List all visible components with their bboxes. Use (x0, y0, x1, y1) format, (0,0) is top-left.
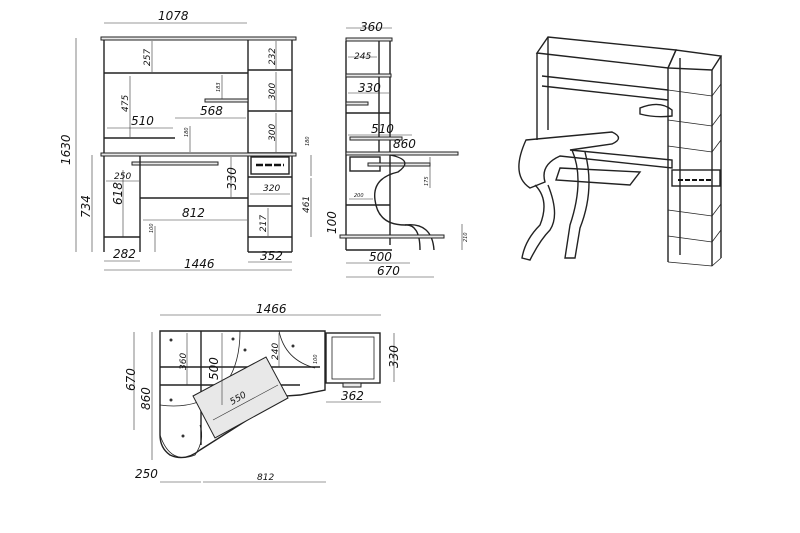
dim-282: 282 (113, 247, 136, 261)
dim-461: 461 (302, 196, 312, 213)
dim-plan-500: 500 (207, 357, 221, 380)
plan-view: 1466 360 500 240 100 330 362 670 860 550… (124, 302, 401, 483)
dim-510: 510 (131, 114, 154, 128)
dim-side-210: 210 (463, 232, 469, 242)
dim-plan-362: 362 (341, 389, 364, 403)
small-shelf (204, 98, 249, 103)
plan-drawer-handle (342, 382, 362, 388)
dim-232: 232 (268, 48, 278, 65)
drawer (250, 156, 290, 175)
dim-568: 568 (200, 104, 223, 118)
iso-tower-shelves (667, 83, 722, 267)
dim-side-860: 860 (393, 137, 416, 151)
dim-257: 257 (143, 49, 153, 66)
iso-hutch-shelf (541, 75, 669, 101)
dim-183: 183 (216, 82, 222, 92)
dim-100: 100 (325, 211, 339, 234)
dim-734: 734 (79, 195, 93, 218)
dim-plan-100: 100 (313, 354, 319, 364)
dim-side-670: 670 (377, 264, 400, 278)
dim-300-a: 300 (268, 83, 278, 100)
dim-plan-860: 860 (139, 387, 153, 410)
dim-side-175: 175 (424, 176, 430, 186)
side-shelf-2 (345, 101, 369, 106)
plan-arc-3 (159, 424, 203, 458)
dim-side-245: 245 (354, 52, 371, 62)
dim-320: 320 (263, 184, 280, 194)
iso-tower-top (666, 49, 723, 71)
dim-1630: 1630 (59, 134, 73, 165)
dim-side-200: 200 (354, 193, 364, 199)
dim-618: 618 (111, 182, 125, 205)
dim-plan-1466: 1466 (256, 302, 287, 316)
dim-812: 812 (182, 206, 205, 220)
side-desk-top (345, 151, 459, 156)
dim-352: 352 (260, 249, 283, 263)
dim-100-small: 100 (149, 223, 155, 233)
iso-keyboard-tray (555, 167, 642, 186)
isometric-view (518, 36, 723, 267)
iso-hutch-top (535, 36, 678, 69)
iso-small-shelf (639, 103, 673, 118)
dim-250: 250 (114, 172, 131, 182)
iso-desk-top (518, 131, 673, 189)
side-view: 360 245 330 510 860 175 200 210 500 670 (339, 20, 469, 278)
dim-300-b: 300 (268, 124, 278, 141)
dim-plan-250: 250 (135, 467, 158, 481)
keyboard-shelf (131, 161, 219, 166)
front-view: 1078 1630 734 618 257 475 510 568 180 18… (59, 9, 339, 271)
iso-left-leg (521, 184, 556, 261)
dim-475: 475 (121, 95, 131, 112)
dim-plan-360: 360 (179, 353, 189, 370)
dim-plan-330: 330 (387, 345, 401, 368)
iso-mid-leg (564, 149, 590, 259)
hutch-top-panel (100, 36, 297, 41)
side-curved-leg (374, 154, 421, 251)
plan-screw-holes (169, 337, 295, 438)
plan-drawer (331, 336, 375, 380)
dim-plan-670: 670 (124, 368, 138, 391)
dim-1446: 1446 (184, 257, 215, 271)
dim-side-360: 360 (360, 20, 383, 34)
dim-drawer-180: 180 (305, 136, 311, 146)
dim-side-330: 330 (358, 81, 381, 95)
iso-drawer (671, 169, 721, 187)
dim-plan-240: 240 (271, 343, 281, 360)
side-shelf-1 (345, 73, 392, 78)
side-shelf-4 (349, 136, 403, 141)
plan-pedestal (325, 332, 381, 384)
side-keyboard (367, 162, 431, 167)
side-foot-curve (404, 224, 435, 251)
desk-top (100, 152, 297, 157)
side-top (345, 37, 393, 42)
dim-330: 330 (225, 167, 239, 190)
side-foot-rail (339, 234, 445, 239)
dim-1078: 1078 (158, 9, 189, 23)
dim-side-510: 510 (371, 122, 394, 136)
plan-arc-2 (278, 330, 316, 369)
dim-180-small: 180 (184, 127, 190, 137)
dim-plan-812: 812 (257, 473, 274, 483)
dim-217: 217 (259, 215, 269, 232)
dim-side-500: 500 (369, 250, 392, 264)
